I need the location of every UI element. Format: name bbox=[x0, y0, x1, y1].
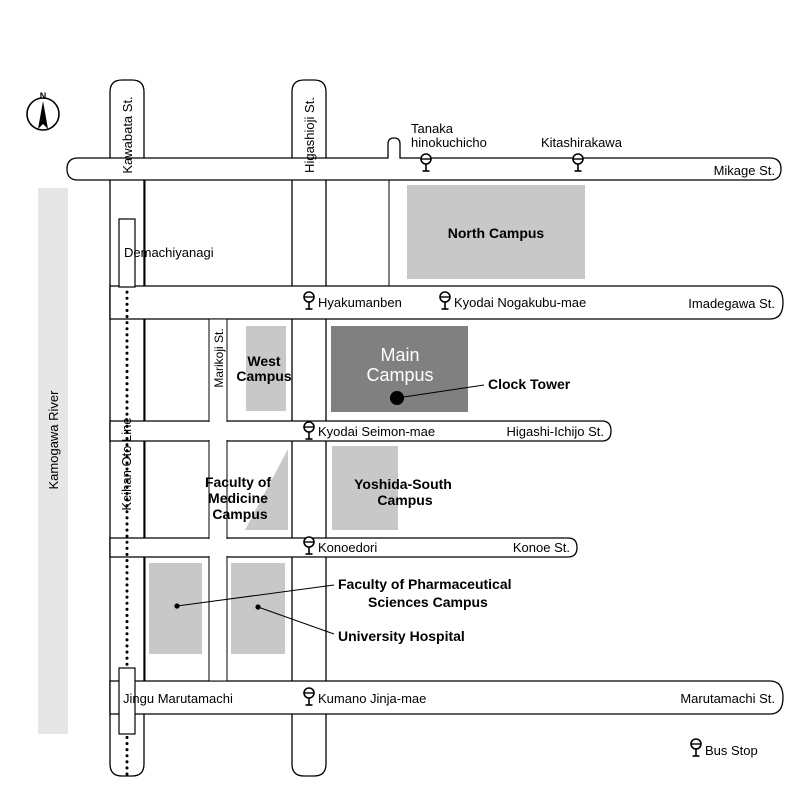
konoe-street-label: Konoe St. bbox=[513, 540, 570, 555]
west-campus-label-2: Campus bbox=[236, 368, 291, 384]
main-campus-label-1: Main bbox=[380, 345, 419, 365]
bus-stop-legend-icon bbox=[690, 738, 702, 757]
bus-stop-kyodai-seimon: Kyodai Seimon-mae bbox=[318, 424, 435, 439]
kamogawa-river bbox=[38, 188, 68, 734]
keihan-oto-line-label: Keihan Oto Line bbox=[119, 417, 134, 510]
bus-stop-kumano: Kumano Jinja-mae bbox=[318, 691, 426, 706]
main-campus-label-2: Campus bbox=[366, 365, 433, 385]
bus-stop-kyodai-nogakubu: Kyodai Nogakubu-mae bbox=[454, 295, 586, 310]
river-label: Kamogawa River bbox=[46, 390, 61, 490]
bus-stop-tanaka-line1: Tanaka bbox=[411, 121, 454, 136]
jingu-marutamachi-station bbox=[118, 667, 136, 735]
medicine-campus-area bbox=[245, 449, 288, 530]
pharma-label-2: Sciences Campus bbox=[368, 594, 488, 610]
demachiyanagi-station bbox=[118, 218, 136, 288]
yoshida-south-campus-area bbox=[332, 446, 398, 530]
clock-tower-label: Clock Tower bbox=[488, 376, 571, 392]
bus-stop-kitashirakawa: Kitashirakawa bbox=[541, 135, 623, 150]
north-campus-label: North Campus bbox=[448, 225, 545, 241]
bus-stop-tanaka-line2: hinokuchicho bbox=[411, 135, 487, 150]
medicine-campus-label-1: Faculty of bbox=[205, 474, 271, 490]
jingu-marutamachi-label: Jingu Marutamachi bbox=[123, 691, 233, 706]
north-campus-area bbox=[407, 185, 585, 279]
west-campus-label-1: West bbox=[247, 353, 281, 369]
pharmaceutical-campus-area bbox=[149, 563, 202, 654]
imadegawa-street-label: Imadegawa St. bbox=[688, 296, 775, 311]
demachiyanagi-label: Demachiyanagi bbox=[124, 245, 214, 260]
kawabata-street-label: Kawabata St. bbox=[120, 96, 135, 173]
hospital-label: University Hospital bbox=[338, 628, 465, 644]
marikoji-street bbox=[208, 318, 228, 682]
higashi-ichijo-street-label: Higashi-Ichijo St. bbox=[506, 424, 604, 439]
yoshida-south-campus-label-1: Yoshida-South bbox=[354, 476, 452, 492]
north-label: N bbox=[40, 91, 47, 101]
medicine-campus-label-2: Medicine bbox=[208, 490, 268, 506]
mikage-street-label: Mikage St. bbox=[714, 163, 775, 178]
block bbox=[144, 179, 293, 287]
block bbox=[144, 440, 210, 539]
marutamachi-street-label: Marutamachi St. bbox=[680, 691, 775, 706]
medicine-campus-label-3: Campus bbox=[212, 506, 267, 522]
marikoji-street-label: Marikoji St. bbox=[212, 328, 226, 387]
block bbox=[325, 179, 390, 287]
bus-stop-konoedori: Konoedori bbox=[318, 540, 377, 555]
west-campus-area bbox=[246, 326, 286, 411]
higashioji-street-label: Higashioji St. bbox=[302, 97, 317, 173]
yoshida-south-campus-label-2: Campus bbox=[377, 492, 432, 508]
north-compass-icon bbox=[26, 97, 60, 131]
bus-stop-hyakumanben: Hyakumanben bbox=[318, 295, 402, 310]
block bbox=[144, 318, 210, 422]
pharma-label-1: Faculty of Pharmaceutical bbox=[338, 576, 512, 592]
bus-stop-legend-label: Bus Stop bbox=[705, 743, 758, 758]
